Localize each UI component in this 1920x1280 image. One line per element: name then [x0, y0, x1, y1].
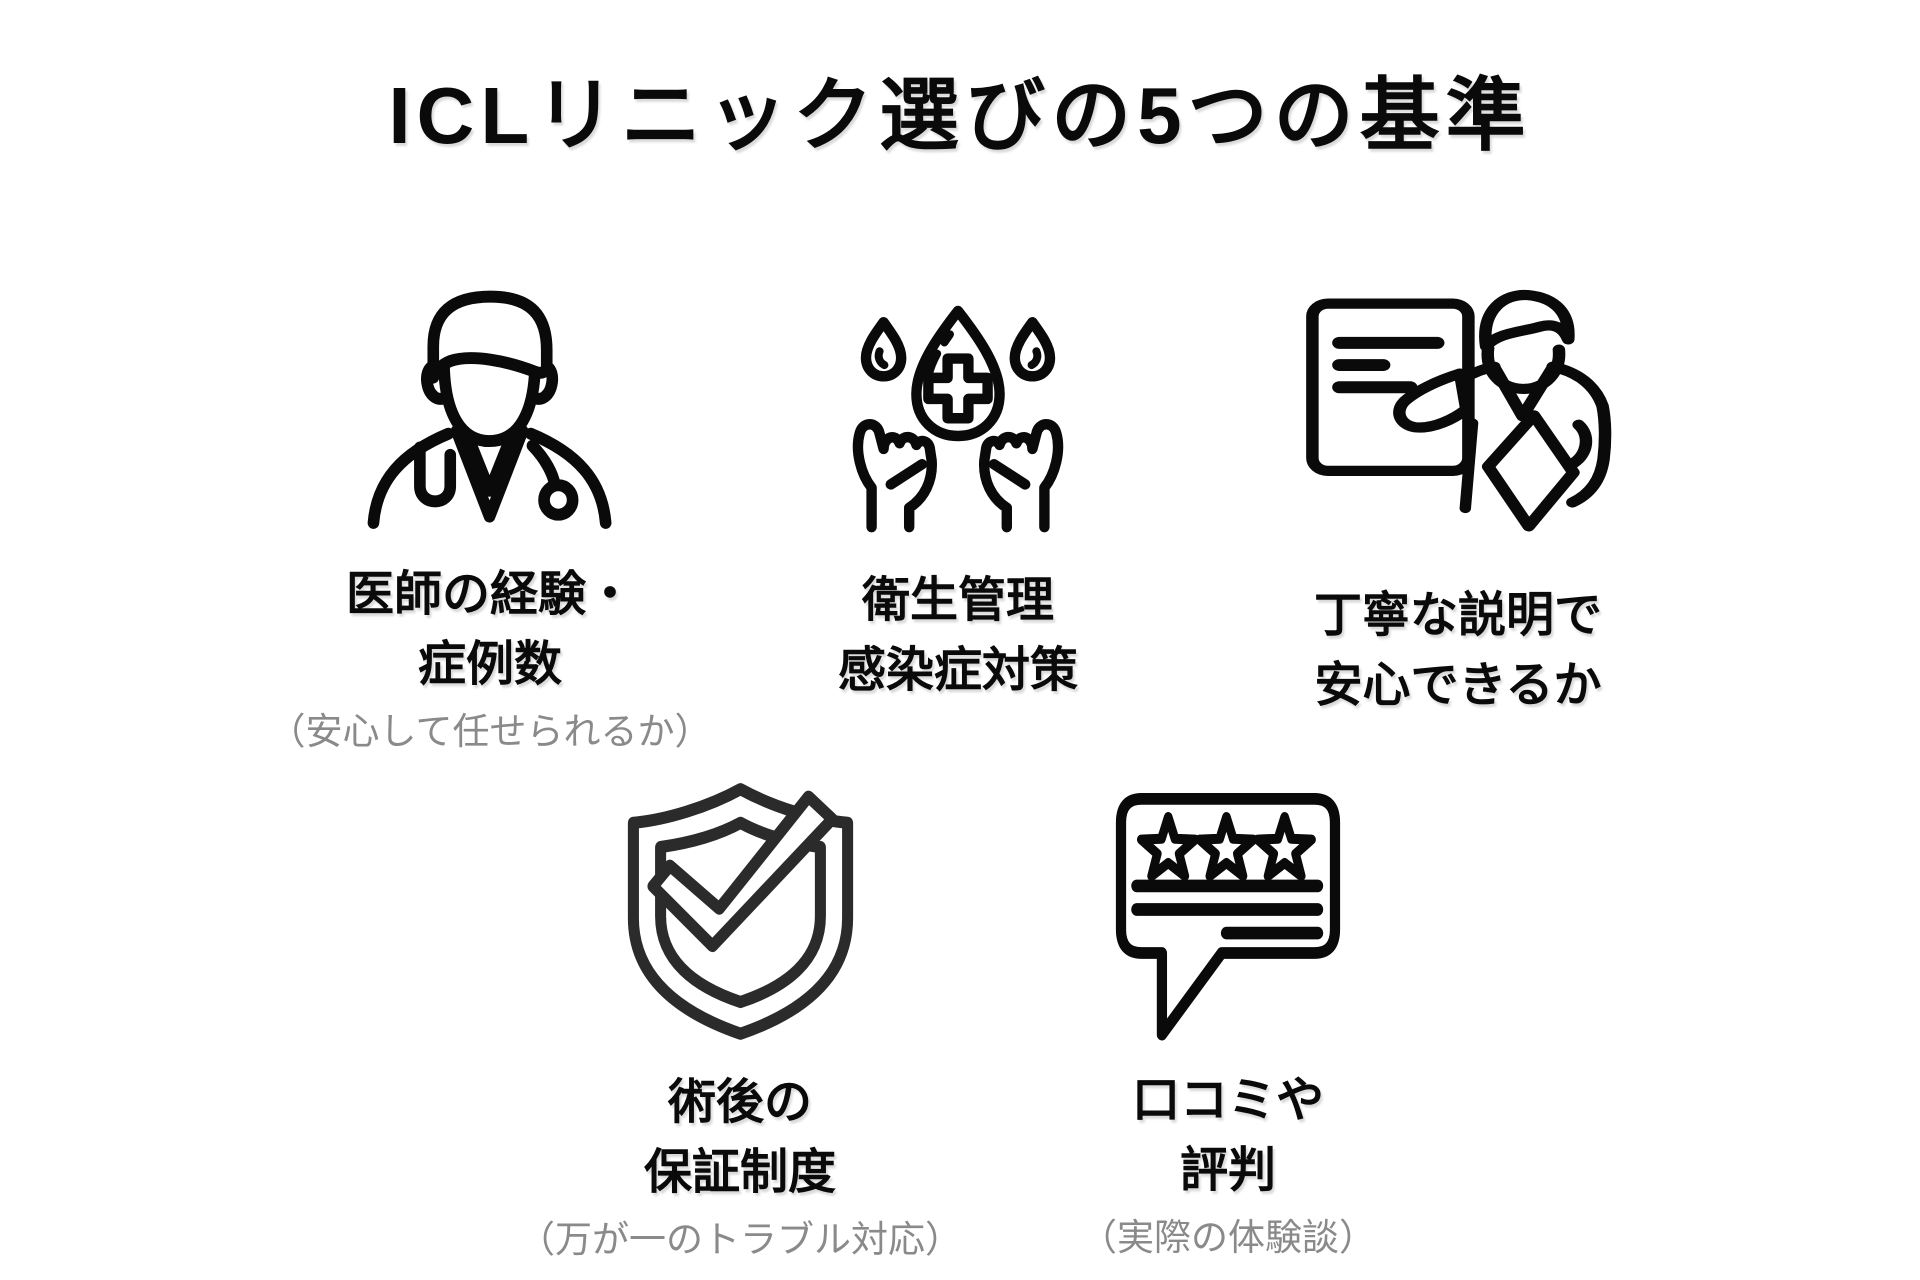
review-speech-bubble-icon	[1115, 792, 1341, 1041]
criterion-title-line: 感染症対策	[837, 644, 1079, 697]
criterion-title: 医師の経験・ 症例数	[346, 560, 634, 700]
criterion-card-doctor-experience: 医師の経験・ 症例数 （安心して任せられるか）	[268, 258, 712, 756]
doctor-icon	[368, 290, 612, 529]
criterion-title-line: 評判	[1179, 1144, 1276, 1197]
criterion-card-reviews: 口コミや 評判 （実際の体験談）	[1080, 788, 1376, 1262]
criterion-title: 衛生管理 感染症対策	[838, 566, 1078, 706]
criterion-title-line: 口コミや	[1131, 1074, 1324, 1127]
criterion-card-warranty: 術後の 保証制度 （万が一のトラブル対応）	[518, 778, 962, 1264]
criterion-title-line: 保証制度	[643, 1146, 836, 1199]
criterion-title-line: 丁寧な説明で	[1313, 589, 1602, 642]
criterion-title-line: 医師の経験・	[345, 568, 635, 621]
criterion-card-explanation: 丁寧な説明で 安心できるか	[1302, 278, 1614, 729]
shield-check-icon	[627, 783, 853, 1040]
criterion-title-line: 術後の	[667, 1076, 812, 1129]
criterion-title-line: 安心できるか	[1314, 659, 1602, 712]
criterion-note: （安心して任せられるか）	[268, 711, 712, 752]
criterion-note: （実際の体験談）	[1080, 1217, 1376, 1258]
presenter-explanation-icon	[1306, 289, 1612, 532]
criterion-title-line: 症例数	[417, 638, 563, 691]
criterion-title-line: 衛生管理	[861, 574, 1055, 627]
criterion-title: 術後の 保証制度	[644, 1068, 836, 1208]
criterion-card-hygiene: 衛生管理 感染症対策	[838, 290, 1078, 714]
page-title: ICLリニック選びの5つの基準	[388, 71, 1532, 160]
hands-holding-medical-drop-icon	[852, 305, 1064, 533]
criterion-title: 口コミや 評判	[1132, 1066, 1324, 1206]
criterion-note: （万が一のトラブル対応）	[518, 1219, 962, 1260]
criterion-title: 丁寧な説明で 安心できるか	[1314, 581, 1602, 721]
